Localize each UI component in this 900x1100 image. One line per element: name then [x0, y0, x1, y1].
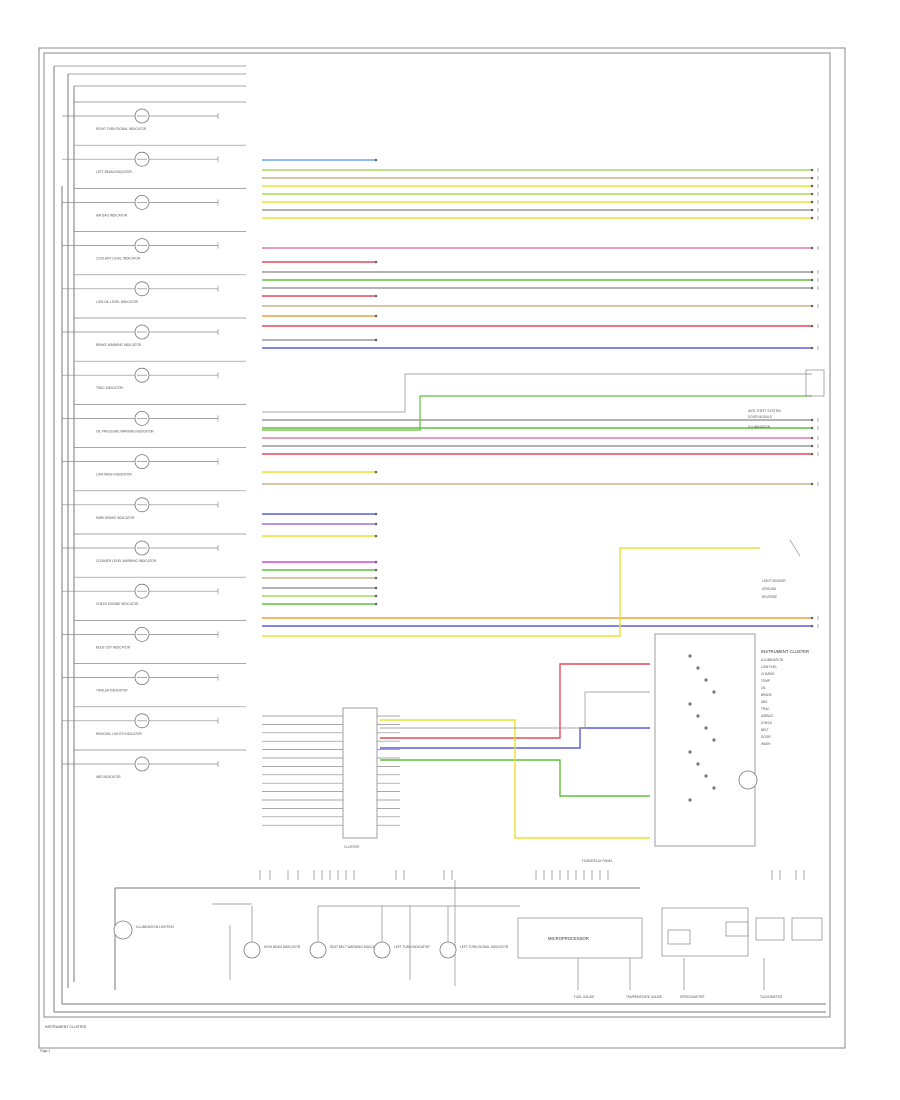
gauge-label: FUEL GAUGE — [574, 995, 594, 999]
gauge-label: TACHOMETER — [760, 995, 783, 999]
indicator-removal: REMOVAL LIGHTS INDICATOR — [62, 706, 246, 736]
right-block-item: TEMP — [761, 679, 770, 683]
page-mark: Page 1 — [40, 1049, 50, 1053]
indicator-label: ABS INDICATOR — [96, 775, 121, 779]
indicator-label: REMOVAL LIGHTS INDICATOR — [96, 732, 142, 736]
microprocessor-label: MICROPROCESSOR — [548, 936, 589, 941]
indicator-lt-beam: LEFT BEAM INDICATOR — [62, 144, 246, 174]
block-feed-wires — [262, 547, 760, 839]
right-block-item: BELT — [761, 728, 769, 732]
right-block-item: BRAKE — [761, 693, 772, 697]
indicator-trailer: TRAILER INDICATOR — [62, 663, 246, 693]
indicator-label: CHECK ENGINE INDICATOR — [96, 602, 139, 606]
indicator-label: OIL PRESSURE WARNING INDICATOR — [96, 429, 154, 433]
bottom-lamp-label: SEAT BELT WARNING INDICATOR — [330, 945, 382, 949]
indicator-label: PARK BRAKE INDICATOR — [96, 516, 135, 520]
indicator-label: AIR BAG INDICATOR — [96, 213, 128, 217]
indicator-rt-turn: RIGHT TURN SIGNAL INDICATOR — [62, 101, 246, 131]
gauge-label: SPEEDOMETER — [680, 995, 705, 999]
reverse-note: REVERSE — [762, 595, 777, 599]
indicator-rows: RIGHT TURN SIGNAL INDICATOR LEFT BEAM IND… — [62, 101, 246, 779]
indicator-label: LOW OIL LEVEL INDICATOR — [96, 300, 139, 304]
indicator-label: COOLANT LEVEL INDICATOR — [96, 257, 141, 261]
indicator-low-wash: LOW WASH INDICATOR — [62, 447, 246, 477]
bottom-lamp-label: HIGH BEAM INDICATOR — [264, 945, 301, 949]
bottom-gauges: FUEL GAUGE TEMPERATURE GAUGE SPEEDOMETER TA… — [574, 958, 783, 999]
right-block-item: ILLUMINATION — [761, 658, 784, 662]
ground-note: GROUND — [762, 587, 777, 591]
anti-theft-note: ANTI-THEFT SYSTEM — [748, 409, 781, 413]
mid-connector-label: CLUSTER — [344, 845, 360, 849]
right-cluster-block: INSTRUMENT CLUSTER ILLUMINATION LOW FUEL C… — [654, 633, 809, 847]
right-block-item: TRAC — [761, 707, 770, 711]
indicator-cleaner: CLEANER LEVEL WARNING INDICATOR — [62, 533, 246, 563]
indicator-trac: TRAC INDICATOR — [62, 360, 246, 390]
right-block-item: WASH — [761, 742, 771, 746]
right-block-item: CHECK — [761, 721, 773, 725]
indicator-park: PARK BRAKE INDICATOR — [62, 490, 246, 520]
indicator-label: BULB OUT INDICATOR — [96, 645, 131, 649]
indicator-label: RIGHT TURN SIGNAL INDICATOR — [96, 127, 147, 131]
indicator-label: BRAKE WARNING INDICATOR — [96, 343, 142, 347]
gauge-label: TEMPERATURE GAUGE — [626, 995, 662, 999]
light-sensor-note: LIGHT SENSOR — [762, 579, 786, 583]
indicator-label: CLEANER LEVEL WARNING INDICATOR — [96, 559, 157, 563]
door-module-note: DOOR MODULE — [748, 415, 772, 419]
illumination-lamp-icon — [113, 920, 133, 940]
right-block-item: AIRBAG — [761, 714, 774, 718]
right-block-item: CHARGE — [761, 672, 775, 676]
bottom-lamps: HIGH BEAM INDICATOR SEAT BELT WARNING IND… — [243, 906, 509, 959]
indicator-label: LOW WASH INDICATOR — [96, 473, 132, 477]
bottom-lamp-label: LEFT TURN INDICATOR — [394, 945, 430, 949]
right-block-title: INSTRUMENT CLUSTER — [761, 649, 809, 654]
mid-connector: CLUSTER — [342, 707, 378, 849]
right-block-item: OIL — [761, 686, 766, 690]
right-block-item: LOW FUEL — [761, 665, 778, 669]
indicator-brake: BRAKE WARNING INDICATOR — [62, 317, 246, 347]
indicator-label: TRAILER INDICATOR — [96, 689, 128, 693]
bottom-lamp-icon — [439, 941, 457, 959]
fuse-panel-label: FUSE/RELAY PANEL — [582, 859, 613, 863]
indicator-coolant: COOLANT LEVEL INDICATOR — [62, 231, 246, 261]
bottom-lamp-label: LEFT TURN SIGNAL INDICATOR — [460, 945, 509, 949]
right-block-item: DOOR — [761, 735, 771, 739]
inner-frame — [43, 52, 831, 1018]
cluster-footer-label: INSTRUMENT CLUSTER — [45, 1025, 87, 1029]
indicator-abs: ABS INDICATOR — [62, 749, 246, 779]
outer-frame — [38, 47, 846, 1049]
right-block-item: ABS — [761, 700, 767, 704]
illum-note: ILLUMINATION — [748, 425, 771, 429]
indicator-label: TRAC INDICATOR — [96, 386, 123, 390]
bottom-lamp-icon — [309, 941, 327, 959]
indicator-airbag: AIR BAG INDICATOR — [62, 188, 246, 217]
wire-bundle — [262, 158, 814, 628]
bottom-area: ILLUMINATION LIGHTING MICROPROCESSOR FUS… — [54, 859, 826, 1013]
pin-ticks — [259, 715, 805, 880]
right-notes: ANTI-THEFT SYSTEM DOOR MODULE ILLUMINATI… — [748, 369, 825, 599]
bottom-lamp-icon — [243, 941, 261, 959]
left-busses — [53, 65, 246, 1012]
indicator-check: CHECK ENGINE INDICATOR — [62, 576, 246, 606]
indicator-bulb: BULB OUT INDICATOR — [62, 620, 246, 649]
illum-label: ILLUMINATION LIGHTING — [136, 925, 175, 929]
indicator-low-oil: LOW OIL LEVEL INDICATOR — [62, 274, 246, 304]
indicator-oil-pres: OIL PRESSURE WARNING INDICATOR — [62, 404, 246, 433]
indicator-label: LEFT BEAM INDICATOR — [96, 170, 132, 174]
bottom-lamp-icon — [373, 941, 391, 959]
